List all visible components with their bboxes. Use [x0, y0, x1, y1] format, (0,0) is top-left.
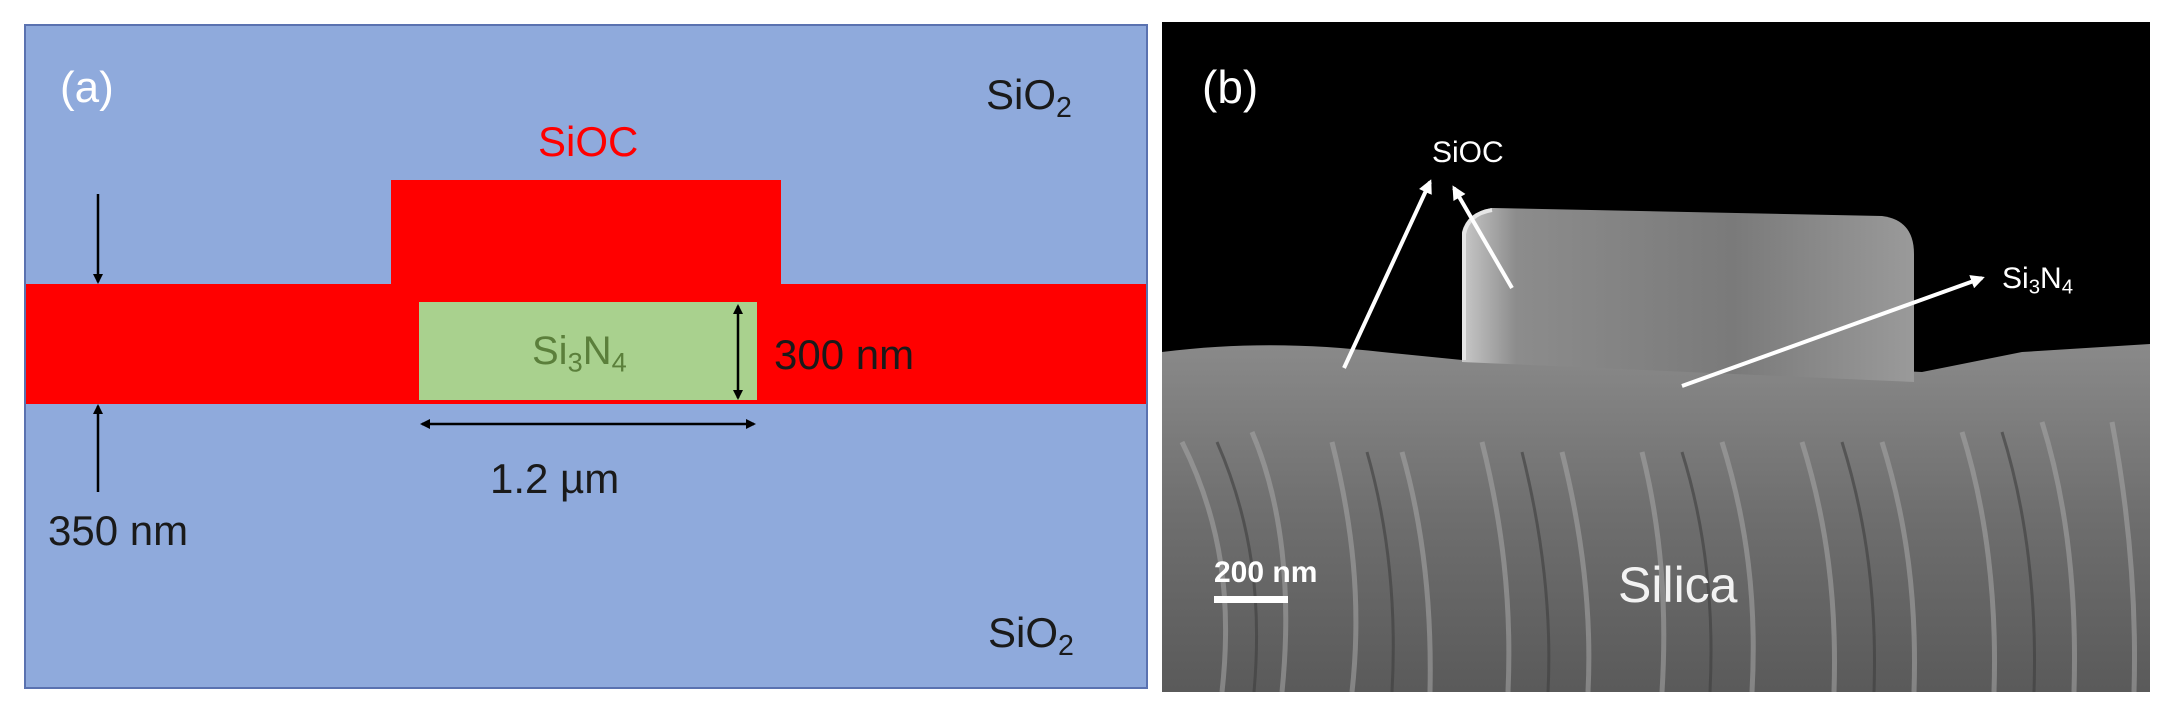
- substrate-streaks: [1179, 421, 2138, 692]
- sem-siox-label: SiOC: [1432, 136, 1504, 169]
- panel-b-label: (b): [1202, 61, 1259, 113]
- siox-arrow-right: [1452, 185, 1514, 290]
- sem-micrograph: [1162, 179, 2150, 692]
- scale-bar: [1214, 596, 1288, 603]
- scale-bar-label: 200 nm: [1214, 556, 1318, 589]
- si3n4-arrow: [1681, 275, 1985, 388]
- siox-label: SiOC: [538, 118, 639, 165]
- si3n4-core: [419, 302, 757, 400]
- core-height-label: 300 nm: [774, 331, 915, 378]
- panel-a-label: (a): [60, 63, 114, 112]
- core-width-label: 1.2 µm: [490, 455, 620, 502]
- schematic-panel: (a) SiOC SiO2 SiO2 Si3N4 300 nm 350 nm 1…: [24, 24, 1148, 689]
- sem-panel: (b) SiOC Si3N4 Silica 200 nm: [1162, 22, 2150, 692]
- dimension-arrows: [93, 194, 756, 492]
- siox-arrow-left: [1342, 179, 1432, 369]
- ridge-structure: [1462, 208, 1914, 382]
- substrate-dark-streaks: [1215, 431, 2037, 692]
- si3n4-core-label: Si3N4: [532, 329, 627, 378]
- sio2-top-label: SiO2: [986, 71, 1072, 124]
- sem-si3n4-label: Si3N4: [2002, 262, 2074, 299]
- slab-thickness-label: 350 nm: [48, 507, 189, 554]
- siox-rib-layer: [391, 180, 781, 286]
- sio2-bottom-label: SiO2: [988, 609, 1074, 662]
- sem-silica-label: Silica: [1618, 557, 1738, 613]
